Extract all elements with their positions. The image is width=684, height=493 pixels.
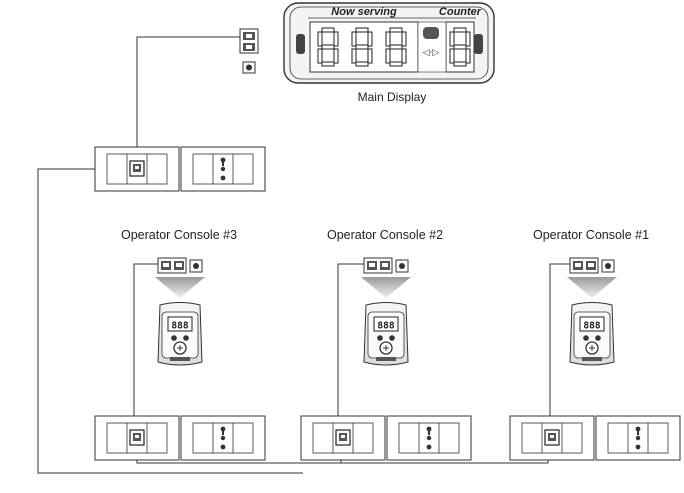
- console-power-jack-icon: [601, 259, 615, 273]
- rj45-port-icon: [335, 429, 351, 446]
- display-indicator-lamp: [423, 27, 439, 39]
- console-power-jack-icon: [189, 259, 203, 273]
- console-network-jack-icon: [569, 257, 599, 274]
- counter-header: Counter: [439, 6, 482, 18]
- cable-hub-return-bus: [37, 168, 303, 474]
- console-network-jack-icon: [157, 257, 187, 274]
- seven-seg-digit: [317, 27, 339, 67]
- wall-plates: [94, 146, 681, 461]
- operator-console: 888: [361, 257, 411, 366]
- wall-plate-switch-icon: [635, 426, 641, 450]
- cable-console3-drop: [133, 263, 160, 432]
- operator-console: 888: [155, 257, 205, 366]
- console2-label: Operator Console #2: [327, 228, 444, 242]
- wiring: [37, 36, 573, 474]
- console-body: 888: [157, 302, 203, 366]
- wall-plate-port: [94, 146, 180, 192]
- wall-plate-switch-icon: [220, 426, 226, 450]
- cable-console2-drop: [337, 263, 366, 432]
- main-display-label: Main Display: [358, 90, 427, 104]
- wall-plate-switch-icon: [426, 426, 432, 450]
- operator-console: 888: [567, 257, 617, 366]
- console-button-icon: [183, 335, 189, 341]
- display-seven-seg-digits: [317, 27, 471, 67]
- wall-plate-switch: [386, 415, 472, 461]
- seven-seg-digit: [385, 27, 407, 67]
- console-body: 888: [569, 302, 615, 366]
- seven-seg-digit: [449, 27, 471, 67]
- console3-label: Operator Console #3: [121, 228, 238, 242]
- rj45-port-icon: [129, 429, 145, 446]
- cable-console1-drop: [549, 263, 573, 432]
- wall-plate-port: [94, 415, 180, 461]
- console-button-icon: [583, 335, 589, 341]
- rj45-port-icon: [544, 429, 560, 446]
- wall-plate-switch-icon: [220, 157, 226, 181]
- console-network-jack-icon: [363, 257, 393, 274]
- display-power-jack-icon: [242, 61, 256, 74]
- wall-plate-switch: [180, 415, 266, 461]
- console-screen: [373, 316, 399, 332]
- operator-consoles: 888 888 888: [155, 257, 617, 366]
- console-button-icon: [171, 335, 177, 341]
- wall-plate-switch: [180, 146, 266, 192]
- now-serving-header: Now serving: [331, 6, 397, 18]
- down-arrow-icon: [567, 277, 617, 298]
- display-right-knob: [474, 34, 483, 54]
- console-screen-text: 888: [583, 321, 600, 332]
- down-arrow-icon: [361, 277, 411, 298]
- cable-display-to-hub: [136, 36, 242, 162]
- down-arrow-icon: [155, 277, 205, 298]
- main-display: Now serving Counter ◁·▷ Main Display: [239, 2, 495, 104]
- display-direction-arrows: ◁·▷: [423, 48, 440, 58]
- display-network-jack-icon: [239, 28, 259, 54]
- network-port-icon: [129, 160, 145, 177]
- console-button-icon: [377, 335, 383, 341]
- seven-seg-digit: [351, 27, 373, 67]
- console-power-jack-icon: [395, 259, 409, 273]
- console-screen: [167, 316, 193, 332]
- wall-plate-switch: [595, 415, 681, 461]
- wall-plate-port: [509, 415, 595, 461]
- wall-plate-port: [300, 415, 386, 461]
- console-body: 888: [363, 302, 409, 366]
- display-left-knob: [296, 34, 305, 54]
- console-screen-text: 888: [171, 321, 188, 332]
- console-screen: [579, 316, 605, 332]
- console-screen-text: 888: [377, 321, 394, 332]
- console-button-icon: [389, 335, 395, 341]
- console1-label: Operator Console #1: [533, 228, 650, 242]
- console-button-icon: [595, 335, 601, 341]
